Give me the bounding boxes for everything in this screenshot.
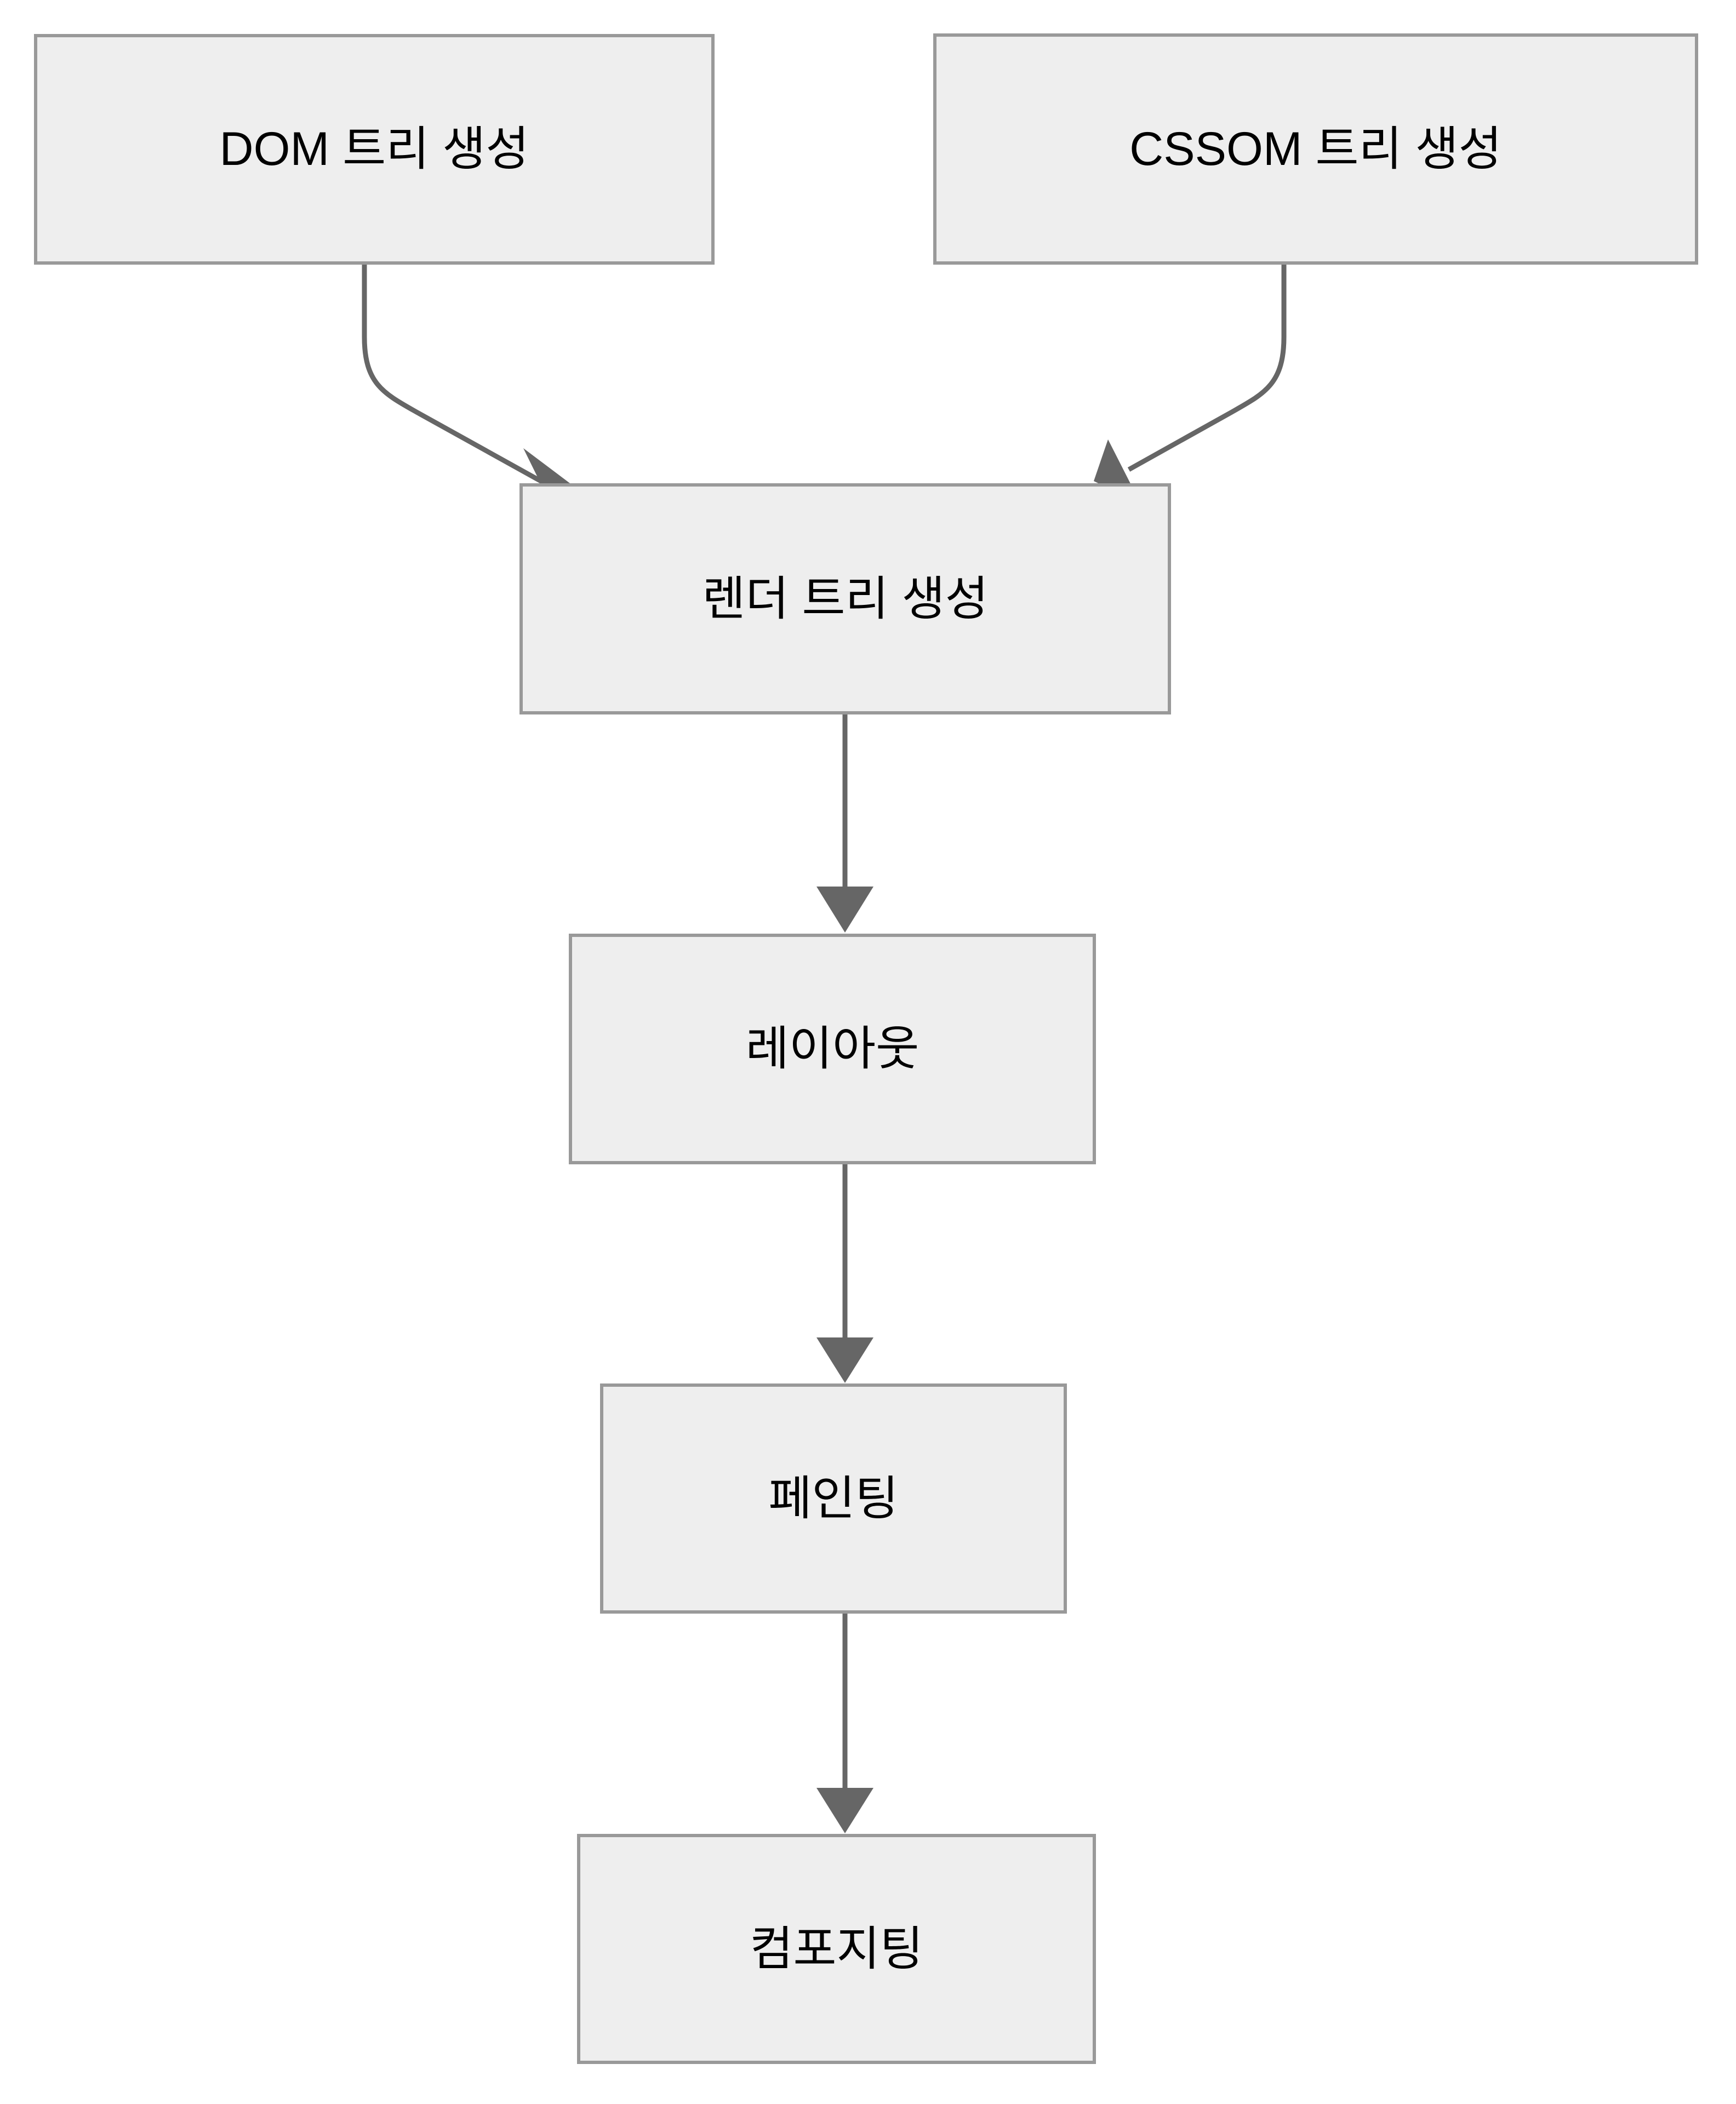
- node-render-tree-label: 렌더 트리 생성: [702, 572, 989, 625]
- edge-layout-to-painting: [816, 1164, 873, 1383]
- edge-cssom-to-render: [1094, 265, 1287, 504]
- node-layout[interactable]: 레이아웃: [569, 934, 1096, 1164]
- node-dom-tree[interactable]: DOM 트리 생성: [34, 34, 715, 265]
- node-dom-tree-label: DOM 트리 생성: [219, 123, 529, 176]
- edge-dom-to-render: [362, 265, 570, 515]
- edge-painting-to-compositing: [816, 1614, 873, 1833]
- node-compositing[interactable]: 컴포지팅: [577, 1834, 1096, 2064]
- node-render-tree[interactable]: 렌더 트리 생성: [519, 483, 1171, 714]
- edge-render-to-layout: [816, 714, 873, 933]
- node-cssom-tree[interactable]: CSSOM 트리 생성: [933, 33, 1698, 265]
- node-cssom-tree-label: CSSOM 트리 생성: [1129, 122, 1502, 175]
- node-compositing-label: 컴포지팅: [750, 1922, 923, 1975]
- node-layout-label: 레이아웃: [745, 1022, 920, 1076]
- node-painting[interactable]: 페인팅: [600, 1383, 1067, 1614]
- node-painting-label: 페인팅: [768, 1472, 899, 1525]
